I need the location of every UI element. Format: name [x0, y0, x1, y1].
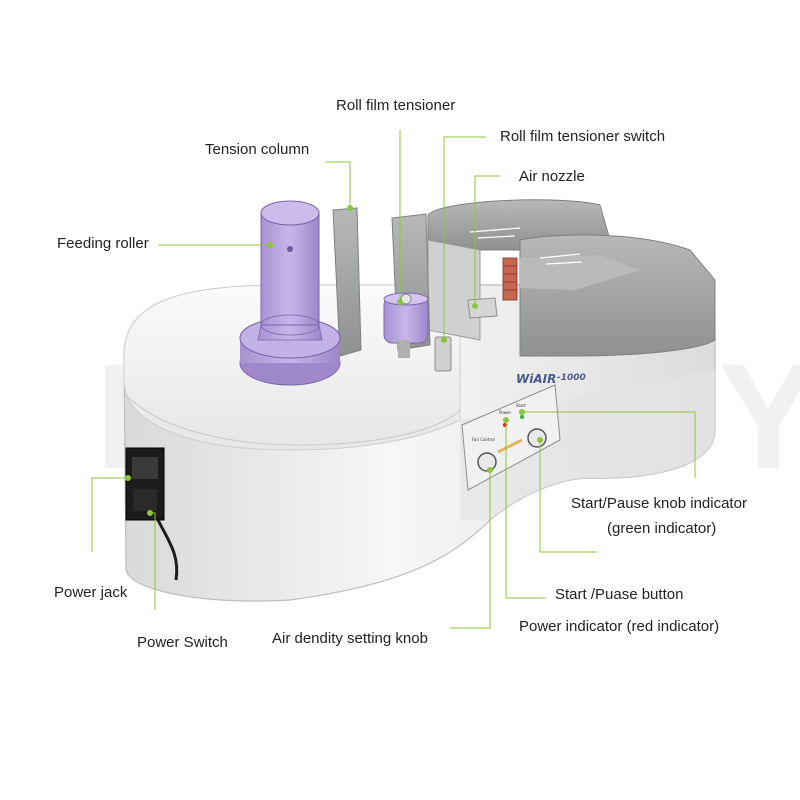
leader-air-nozzle — [474, 175, 500, 306]
leader-power-jack — [91, 477, 128, 552]
leader-knob-indicator — [522, 411, 696, 478]
tensioner-switch[interactable] — [434, 336, 452, 372]
label-knob-indicator-2: (green indicator) — [607, 520, 717, 537]
air-nozzle — [467, 297, 498, 319]
label-tension-column: Tension column — [205, 141, 310, 158]
start-indicator-led — [519, 414, 525, 420]
panel-power: Power — [499, 410, 512, 415]
leader-start-button — [539, 440, 597, 553]
control-panel — [461, 384, 561, 491]
label-feeding-roller: Feeding roller — [57, 235, 149, 252]
nozzle-housing — [427, 199, 716, 357]
label-power-indicator: Power indicator (red indicator) — [519, 618, 720, 635]
start-pause-knob[interactable] — [527, 428, 547, 448]
feeding-roller[interactable] — [239, 200, 341, 386]
leader-tensioner-switch — [443, 136, 486, 340]
label-roll-film-tensioner: Roll film tensioner — [336, 97, 456, 114]
leader-start-button-2 — [505, 420, 546, 599]
leader-air-density — [450, 470, 491, 629]
air-density-knob[interactable] — [477, 452, 497, 472]
panel-start: Start — [516, 403, 526, 408]
leader-lines — [91, 130, 696, 629]
label-air-density-knob: Air dendity setting knob — [272, 630, 428, 647]
power-jack-switch[interactable] — [125, 447, 179, 581]
power-indicator-led — [502, 422, 508, 428]
leader-dots — [125, 205, 543, 516]
label-knob-indicator-1: Start/Pause knob indicator — [571, 495, 747, 512]
brand-model: -1000 — [557, 373, 586, 383]
label-tensioner-switch: Roll film tensioner switch — [500, 128, 666, 145]
leader-tension-column — [325, 161, 351, 208]
label-power-jack: Power jack — [54, 584, 128, 601]
brand-name: WiAIR — [516, 372, 557, 386]
label-power-switch: Power Switch — [137, 634, 228, 651]
label-start-button: Start /Puase button — [555, 586, 684, 603]
label-air-nozzle: Air nozzle — [519, 168, 585, 185]
roll-film-tensioner[interactable] — [383, 292, 429, 358]
panel-fan-control: Fan Control — [472, 437, 495, 442]
